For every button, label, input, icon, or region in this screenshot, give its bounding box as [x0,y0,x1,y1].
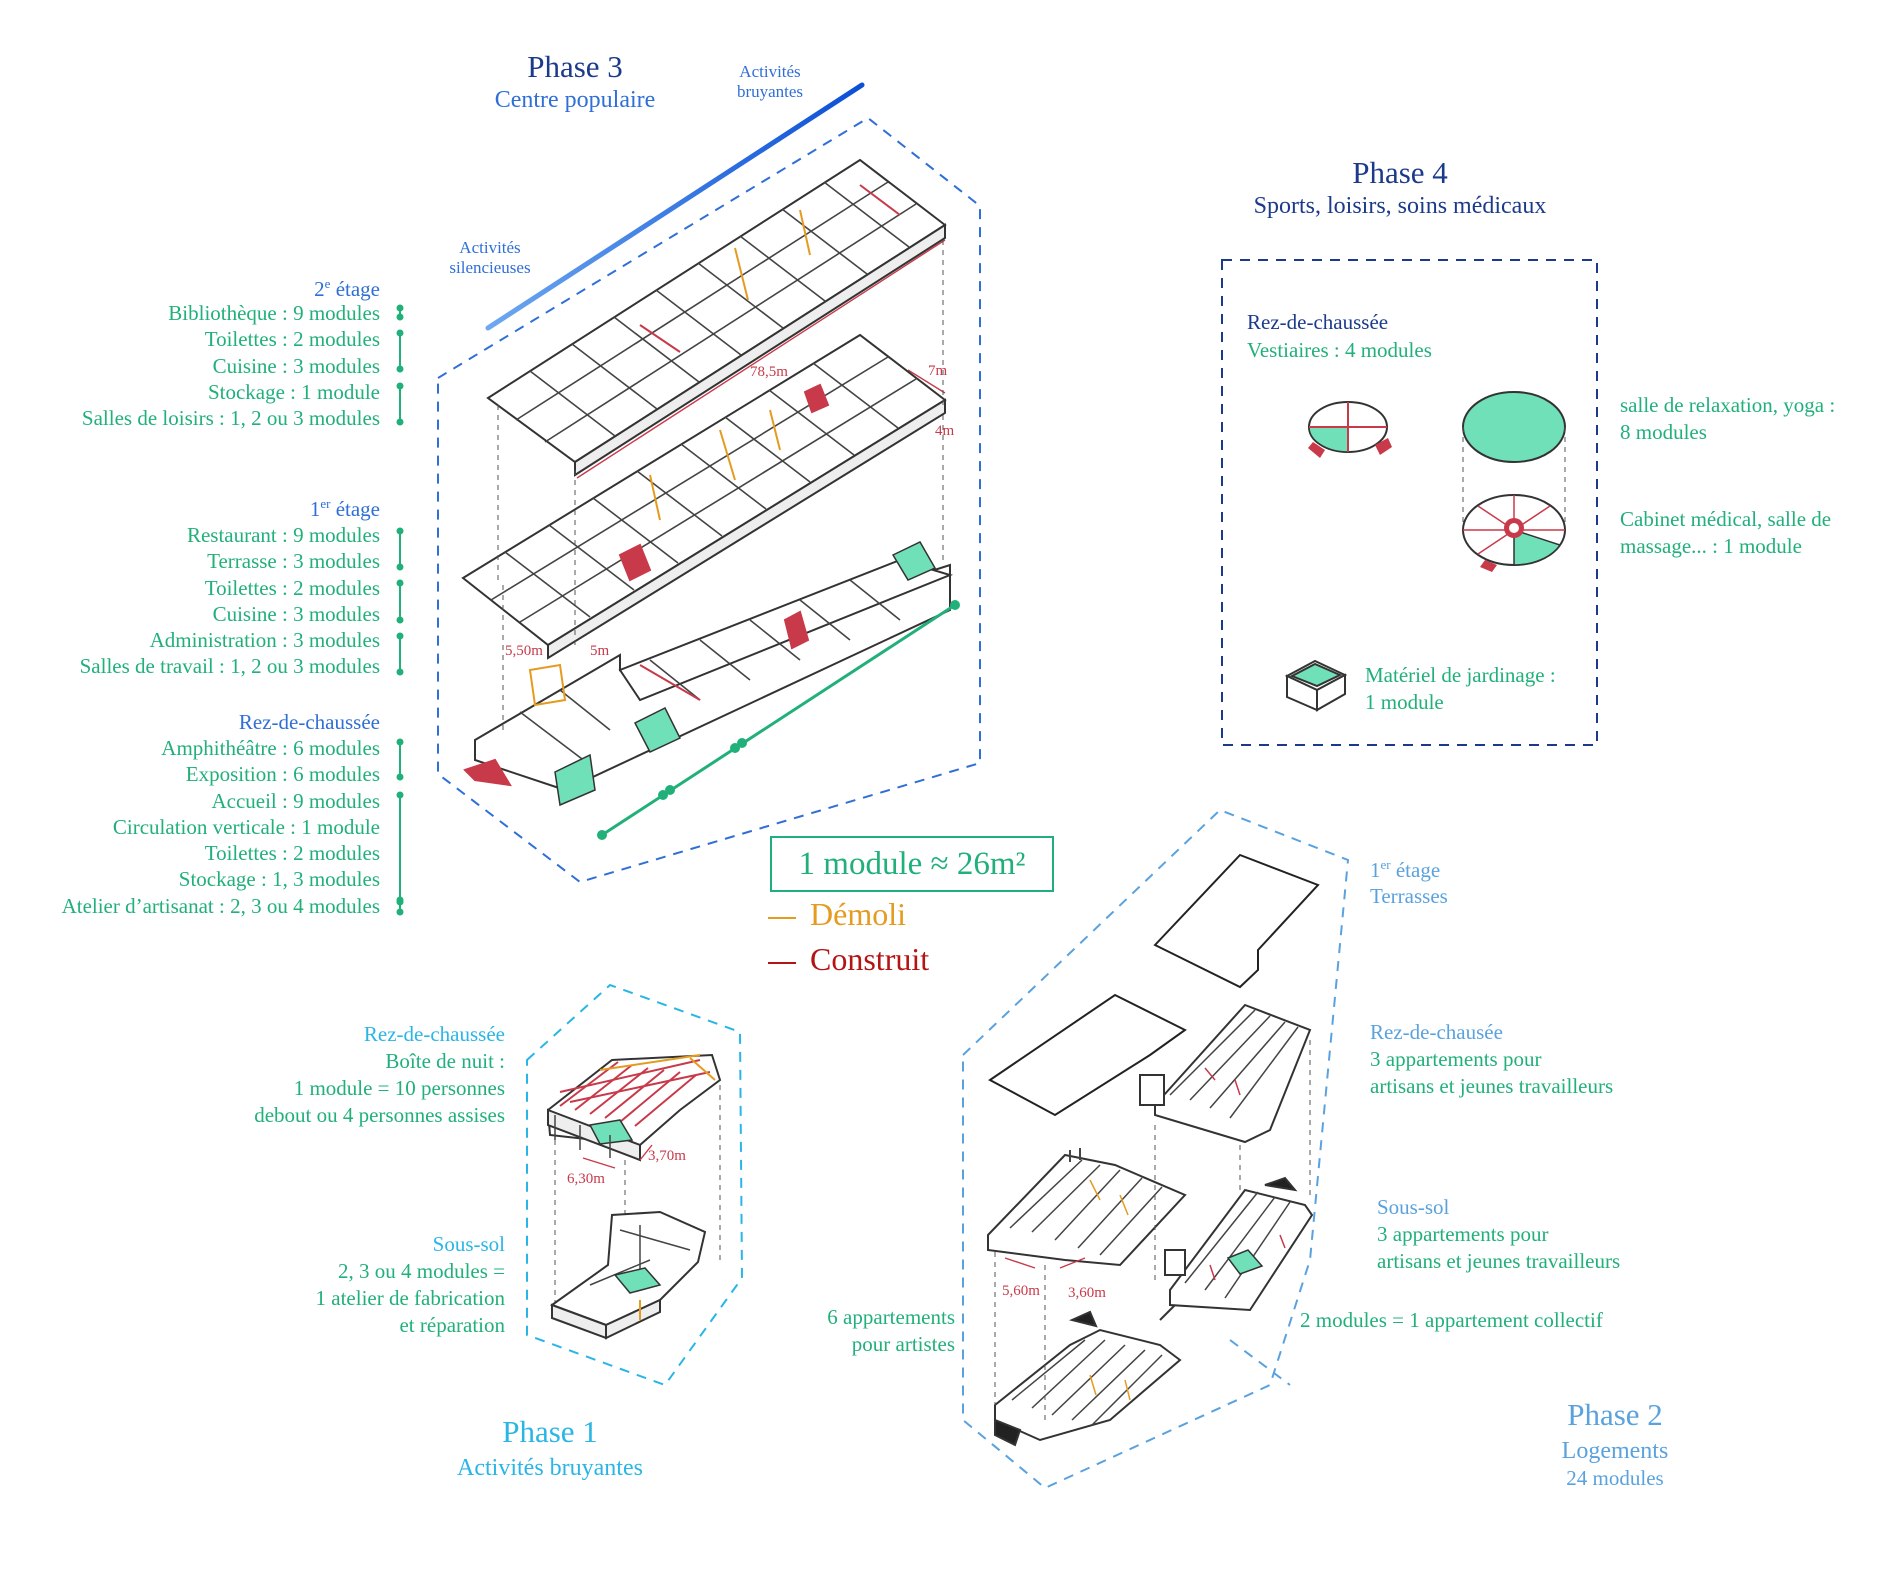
phase3-floor2 [486,158,947,477]
phase1-ground-line-1: Boîte de nuit : [385,1049,505,1073]
phase2-dim-a: 5,60m [1002,1283,1040,1299]
phase2-artists-line-2: pour artistes [851,1332,955,1356]
module-legend: 1 module ≈ 26m² [770,836,1054,892]
list-item: Amphithéâtre : 6 modules [161,736,380,760]
list-item: Toilettes : 2 modules [204,327,380,352]
phase1-dim-a: 6,30m [567,1171,605,1187]
medical-line-2: massage... : 1 module [1620,534,1802,558]
dim-width: 7m [928,363,948,379]
list-item: Circulation verticale : 1 module [112,814,380,839]
list-item: Administration : 3 modules [149,628,380,653]
phase2-dim-b: 3,60m [1068,1285,1106,1301]
phase2-middle-left-drawing [987,1148,1187,1267]
phase1-ground-drawing [546,1053,722,1162]
legend-demolished: Démoli [768,895,906,933]
phase1-basement-line-2: 1 atelier de fabrication [315,1286,505,1310]
phase1-ground-line-2: 1 module = 10 personnes [293,1076,505,1100]
list-item: Terrasse : 3 modules [207,549,380,574]
medical-room-drawing [1462,494,1566,572]
phase1-subtitle: Activités bruyantes [457,1455,643,1481]
phase4-title: Phase 4 [1352,155,1448,190]
list-item: Stockage : 1, 3 modules [178,867,380,892]
phase1-title: Phase 1 [502,1414,598,1449]
phase4-boundary [1221,259,1598,746]
dim-depth: 4m [935,423,955,439]
quiet-activities-label: Activités silencieuses [449,238,531,278]
list-item: Cuisine : 3 modules [212,353,380,378]
list-item: Bibliothèque : 9 modules [168,301,380,325]
phase1-boundary [526,983,744,1387]
phase2-ground-line-1: 3 appartements pour [1370,1047,1542,1071]
phase3-floor1-heading: 1er étage [309,496,380,521]
phase2-basement-right-drawing [1164,1176,1314,1312]
phase3-subtitle: Centre populaire [494,87,656,113]
garden-line-1: Matériel de jardinage : [1365,663,1556,687]
dim-length: 78,5m [750,364,788,380]
phase3-ground-list: Amphithéâtre : 6 modules Exposition : 6 … [20,735,380,919]
phase4-subtitle: Sports, loisirs, soins médicaux [1253,193,1547,219]
phase3-floor2-list: Bibliothèque : 9 modules Toilettes : 2 m… [40,300,380,431]
demolished-swatch [768,916,796,919]
yoga-line-1: salle de relaxation, yoga : [1620,393,1836,417]
phase2-basement-line-2: artisans et jeunes travailleurs [1377,1249,1621,1273]
phase2-count: 24 modules [1566,1466,1664,1490]
phase3-floor1 [461,333,947,660]
garden-line-2: 1 module [1365,690,1444,714]
list-item: Atelier d’artisanat : 2, 3 ou 4 modules [61,893,380,918]
phase2-boundary [962,808,1350,1490]
list-item: Restaurant : 9 modules [186,523,380,547]
phase2-ground-heading: Rez-de-chausée [1370,1020,1503,1044]
list-item: Toilettes : 2 modules [204,841,380,866]
phase2-basement-line-1: 3 appartements pour [1377,1222,1549,1246]
phase2-basement-left-drawing [994,1304,1182,1447]
phase2-collective: 2 modules = 1 appartement collectif [1300,1308,1603,1332]
phase1-basement-drawing [549,1210,707,1340]
garden-shed-drawing [1284,659,1348,712]
noise-gradient-line [485,82,865,331]
phase4-vestiaires: Vestiaires : 4 modules [1247,338,1432,362]
phase1-ground-heading: Rez-de-chaussée [363,1022,505,1046]
phase2-floor1-heading: 1er étage [1370,857,1441,882]
phase4-ground-heading: Rez-de-chaussée [1247,310,1389,334]
phase2-terraces: Terrasses [1370,884,1448,908]
dim-span-b: 5m [590,643,610,659]
phase3-ground-heading: Rez-de-chaussée [238,710,380,734]
medical-line-1: Cabinet médical, salle de [1620,507,1832,531]
phase3-list-connectors [396,304,404,916]
yoga-line-2: 8 modules [1620,420,1707,444]
phase3-title: Phase 3 [527,49,623,84]
dim-length-line [576,239,946,479]
list-item: Stockage : 1 module [207,379,380,404]
built-swatch [768,961,796,964]
phase2-ground-right-drawing [1139,1003,1312,1144]
list-item: Accueil : 9 modules [211,788,380,813]
phase2-basement-heading: Sous-sol [1377,1195,1450,1219]
list-item: Cuisine : 3 modules [212,601,380,626]
list-item: Exposition : 6 modules [185,762,380,787]
phase3-floor2-heading: 2e étage [314,276,380,301]
phase3-floor1-list: Restaurant : 9 modules Terrasse : 3 modu… [40,522,380,680]
phase2-artists-line-1: 6 appartements [827,1305,955,1329]
legend-built: Construit [768,940,929,978]
phase3-ground [463,541,954,807]
phase1-basement-line-3: et réparation [399,1313,505,1337]
phase2-ground-line-2: artisans et jeunes travailleurs [1370,1074,1614,1098]
phase2-subtitle: Logements [1561,1438,1669,1464]
noisy-activities-label: Activités bruyantes [736,62,804,102]
list-item: Salles de loisirs : 1, 2 ou 3 modules [81,406,380,431]
phase1-ground-line-3: debout ou 4 personnes assises [254,1103,505,1127]
phase2-title: Phase 2 [1567,1397,1663,1432]
yoga-room-drawing [1462,391,1566,530]
dim-span-a: 5,50m [505,643,543,659]
phase1-dim-b: 3,70m [648,1148,686,1164]
phase2-terraces-drawing [988,853,1320,1117]
list-item: Toilettes : 2 modules [204,575,380,600]
list-item: Salles de travail : 1, 2 ou 3 modules [79,654,380,679]
phase1-basement-heading: Sous-sol [432,1232,505,1256]
phase1-basement-line-1: 2, 3 ou 4 modules = [337,1259,505,1283]
vestiaires-drawing [1308,401,1392,458]
